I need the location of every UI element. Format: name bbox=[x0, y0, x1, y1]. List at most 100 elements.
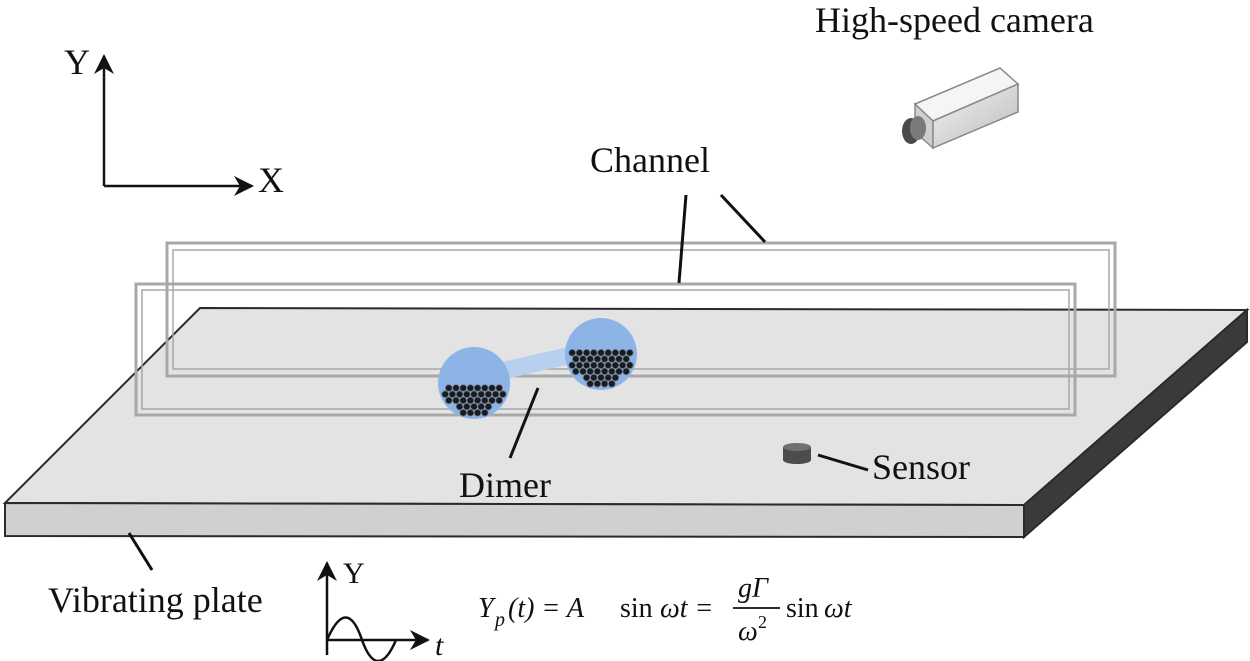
bead bbox=[625, 348, 634, 357]
bead bbox=[571, 367, 580, 376]
bead bbox=[615, 367, 623, 376]
sensor-top bbox=[783, 443, 811, 451]
bead bbox=[568, 348, 576, 357]
bead bbox=[625, 361, 634, 370]
camera-label: High-speed camera bbox=[815, 0, 1094, 40]
bead bbox=[473, 396, 482, 405]
bead bbox=[611, 361, 620, 370]
channel-back-wall bbox=[165, 241, 1117, 378]
bead bbox=[586, 355, 594, 363]
main-axes: Y X bbox=[64, 42, 284, 200]
channel-front-wall bbox=[134, 282, 1077, 417]
bead bbox=[611, 373, 620, 382]
bead bbox=[582, 361, 591, 370]
bead bbox=[462, 390, 471, 399]
bead bbox=[579, 367, 587, 376]
bead bbox=[495, 384, 504, 392]
channel-back-wall-inner bbox=[172, 249, 1110, 370]
sensor: Sensor bbox=[783, 443, 970, 487]
bead bbox=[593, 355, 602, 363]
main-x-label: X bbox=[258, 160, 284, 200]
small-y-label: Y bbox=[343, 557, 365, 590]
bead bbox=[597, 348, 605, 357]
bead bbox=[480, 396, 489, 405]
oscillation-equation: Y p (t) = A sin ωt = gΓ ω 2 sin ωt bbox=[478, 573, 853, 647]
bead bbox=[597, 361, 605, 370]
eq-sin-1: sin bbox=[620, 593, 653, 624]
eq-lhs-y: Y bbox=[478, 593, 497, 624]
bead bbox=[618, 348, 627, 357]
bead bbox=[622, 355, 630, 363]
bead bbox=[604, 373, 612, 382]
sensor-label: Sensor bbox=[872, 447, 970, 487]
dimer-label: Dimer bbox=[459, 465, 551, 505]
bead bbox=[600, 367, 609, 376]
high-speed-camera: High-speed camera bbox=[815, 0, 1094, 150]
bead bbox=[480, 408, 489, 417]
bead bbox=[582, 348, 591, 357]
main-y-label: Y bbox=[64, 42, 90, 82]
bead bbox=[484, 402, 493, 411]
bead bbox=[593, 367, 602, 376]
plate-leader bbox=[127, 532, 154, 571]
bead bbox=[462, 402, 471, 411]
bead bbox=[495, 396, 504, 405]
bead bbox=[477, 402, 486, 411]
bead bbox=[455, 402, 464, 411]
bead bbox=[604, 348, 612, 357]
bead bbox=[607, 355, 616, 363]
eq-frac-num: gΓ bbox=[738, 573, 769, 604]
bead bbox=[589, 361, 598, 370]
sine-wave bbox=[325, 616, 398, 661]
sensor-leader bbox=[817, 453, 869, 472]
dimer-connector bbox=[498, 346, 578, 380]
small-t-label: t bbox=[435, 629, 444, 661]
bead bbox=[452, 396, 460, 405]
bead bbox=[586, 367, 594, 376]
channel-front-wall-inner bbox=[141, 289, 1070, 410]
bead bbox=[488, 396, 496, 405]
bead bbox=[480, 384, 489, 392]
bead bbox=[498, 390, 507, 399]
eq-lhs-sub: p bbox=[493, 609, 505, 631]
plate-right-face bbox=[1023, 307, 1248, 540]
bead bbox=[459, 408, 468, 417]
camera-side-face bbox=[932, 82, 1019, 150]
bead bbox=[459, 396, 468, 405]
bead bbox=[441, 390, 450, 399]
eq-omega-t-1: ωt = bbox=[660, 593, 713, 624]
bead bbox=[470, 390, 478, 399]
bead bbox=[459, 384, 468, 392]
bead bbox=[600, 355, 609, 363]
bead bbox=[582, 373, 591, 382]
bead bbox=[611, 348, 620, 357]
eq-lhs-arg: (t) = A bbox=[508, 593, 585, 624]
camera-lens-ring bbox=[910, 116, 926, 140]
plate-label: Vibrating plate bbox=[48, 580, 263, 620]
eq-omega-t-2: ωt bbox=[824, 593, 853, 624]
vibrating-plate bbox=[2, 306, 1250, 540]
oscillation-axes: Y t bbox=[317, 557, 444, 661]
channel-leaders bbox=[677, 193, 767, 284]
bead bbox=[444, 384, 453, 392]
bead bbox=[470, 402, 478, 411]
bead bbox=[448, 390, 457, 399]
channel-label: Channel bbox=[590, 140, 710, 180]
bead bbox=[452, 384, 460, 392]
bead bbox=[571, 355, 580, 363]
bead bbox=[622, 367, 630, 376]
bead bbox=[473, 408, 482, 417]
bead bbox=[618, 361, 627, 370]
plate-front-face bbox=[4, 501, 1025, 539]
bead bbox=[473, 384, 482, 392]
bead bbox=[604, 361, 612, 370]
bead bbox=[444, 396, 453, 405]
bead bbox=[589, 348, 598, 357]
bead bbox=[615, 355, 623, 363]
eq-frac-den-exp: 2 bbox=[758, 612, 767, 632]
dimer bbox=[438, 318, 637, 419]
bead bbox=[575, 361, 584, 370]
bead bbox=[455, 390, 464, 399]
bead bbox=[579, 355, 587, 363]
